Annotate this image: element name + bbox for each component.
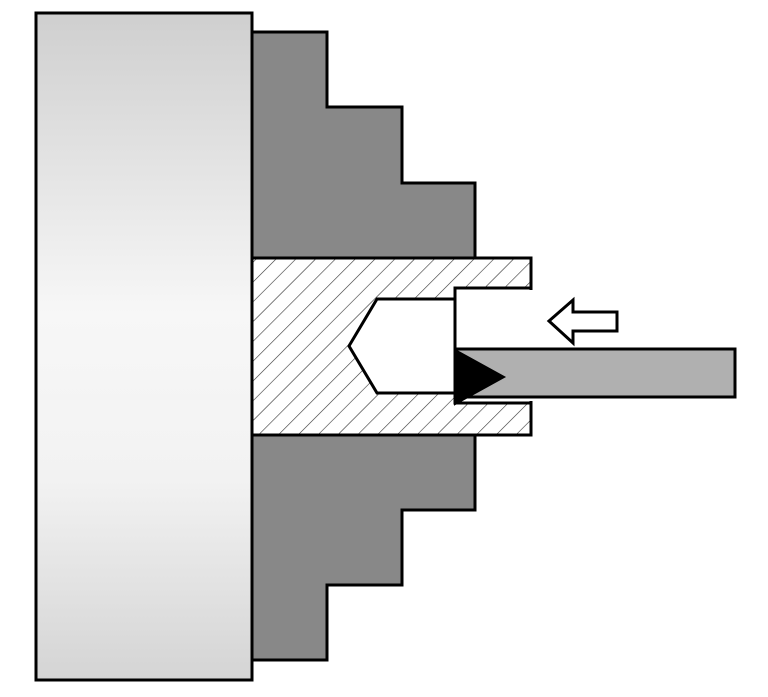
chuck-body bbox=[34, 11, 254, 682]
cutting-insert bbox=[454, 348, 507, 406]
feed-direction-arrow-icon bbox=[546, 296, 619, 347]
lower-chuck-jaw bbox=[250, 433, 477, 662]
boring-bar bbox=[453, 347, 737, 399]
upper-chuck-jaw bbox=[250, 30, 477, 260]
